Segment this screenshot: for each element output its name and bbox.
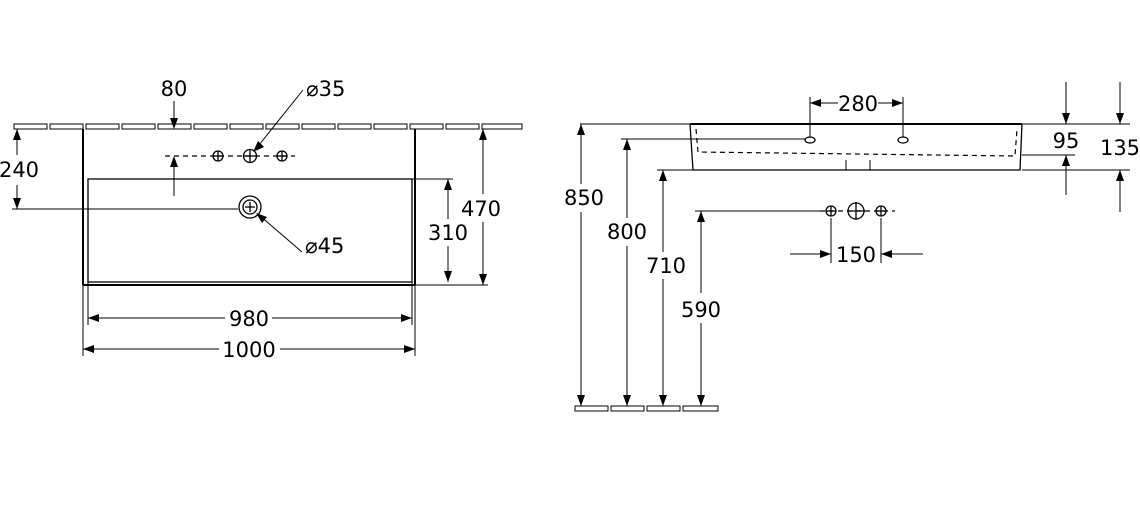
dim-1000-label: 1000 xyxy=(222,338,275,362)
dim-470: 470 xyxy=(415,129,501,286)
dim-95-label: 95 xyxy=(1053,129,1080,153)
floor-hatch-side-view xyxy=(574,405,719,412)
dim-710-label: 710 xyxy=(646,254,686,278)
dim-590-label: 590 xyxy=(681,298,721,322)
dim-80-label: 80 xyxy=(161,77,188,101)
dim-tap-diameter-label: ⌀35 xyxy=(306,77,345,101)
dim-waste-diameter-label: ⌀45 xyxy=(305,234,344,258)
dim-470-label: 470 xyxy=(461,197,501,221)
basin-outline-side xyxy=(689,97,1023,171)
dim-95: 95 xyxy=(1022,82,1079,195)
side-view: 280 850 800 710 xyxy=(564,82,1140,412)
dim-150: 150 xyxy=(790,243,923,267)
top-view: 80 ⌀35 ⌀45 240 xyxy=(0,77,523,362)
waste-outlet-top xyxy=(238,195,262,219)
dim-850: 850 xyxy=(564,124,604,406)
basin-outline-top xyxy=(82,129,416,286)
dim-980: 980 xyxy=(87,282,413,331)
tap-holes-top xyxy=(165,148,295,164)
dim-980-label: 980 xyxy=(229,307,269,331)
dim-310-label: 310 xyxy=(428,221,468,245)
supply-points-side xyxy=(820,202,895,263)
dim-800-label: 800 xyxy=(607,220,647,244)
dim-310: 310 xyxy=(412,178,468,282)
dim-135-label: 135 xyxy=(1100,136,1140,160)
wall-hatch-top-view xyxy=(13,123,523,130)
dim-135: 135 xyxy=(1022,82,1140,212)
dim-800: 800 xyxy=(607,138,805,406)
dim-waste-diameter: ⌀45 xyxy=(256,213,344,258)
dim-1000: 1000 xyxy=(82,285,416,362)
dim-240: 240 xyxy=(0,129,238,210)
dim-240-label: 240 xyxy=(0,158,39,182)
dim-850-label: 850 xyxy=(564,186,604,210)
dim-tap-diameter: ⌀35 xyxy=(253,77,345,152)
dim-80: 80 xyxy=(161,77,188,196)
dim-150-label: 150 xyxy=(836,243,876,267)
dim-280-label: 280 xyxy=(838,92,878,116)
dim-590: 590 xyxy=(681,210,820,406)
dim-280: 280 xyxy=(810,92,903,116)
dim-710: 710 xyxy=(646,169,693,406)
